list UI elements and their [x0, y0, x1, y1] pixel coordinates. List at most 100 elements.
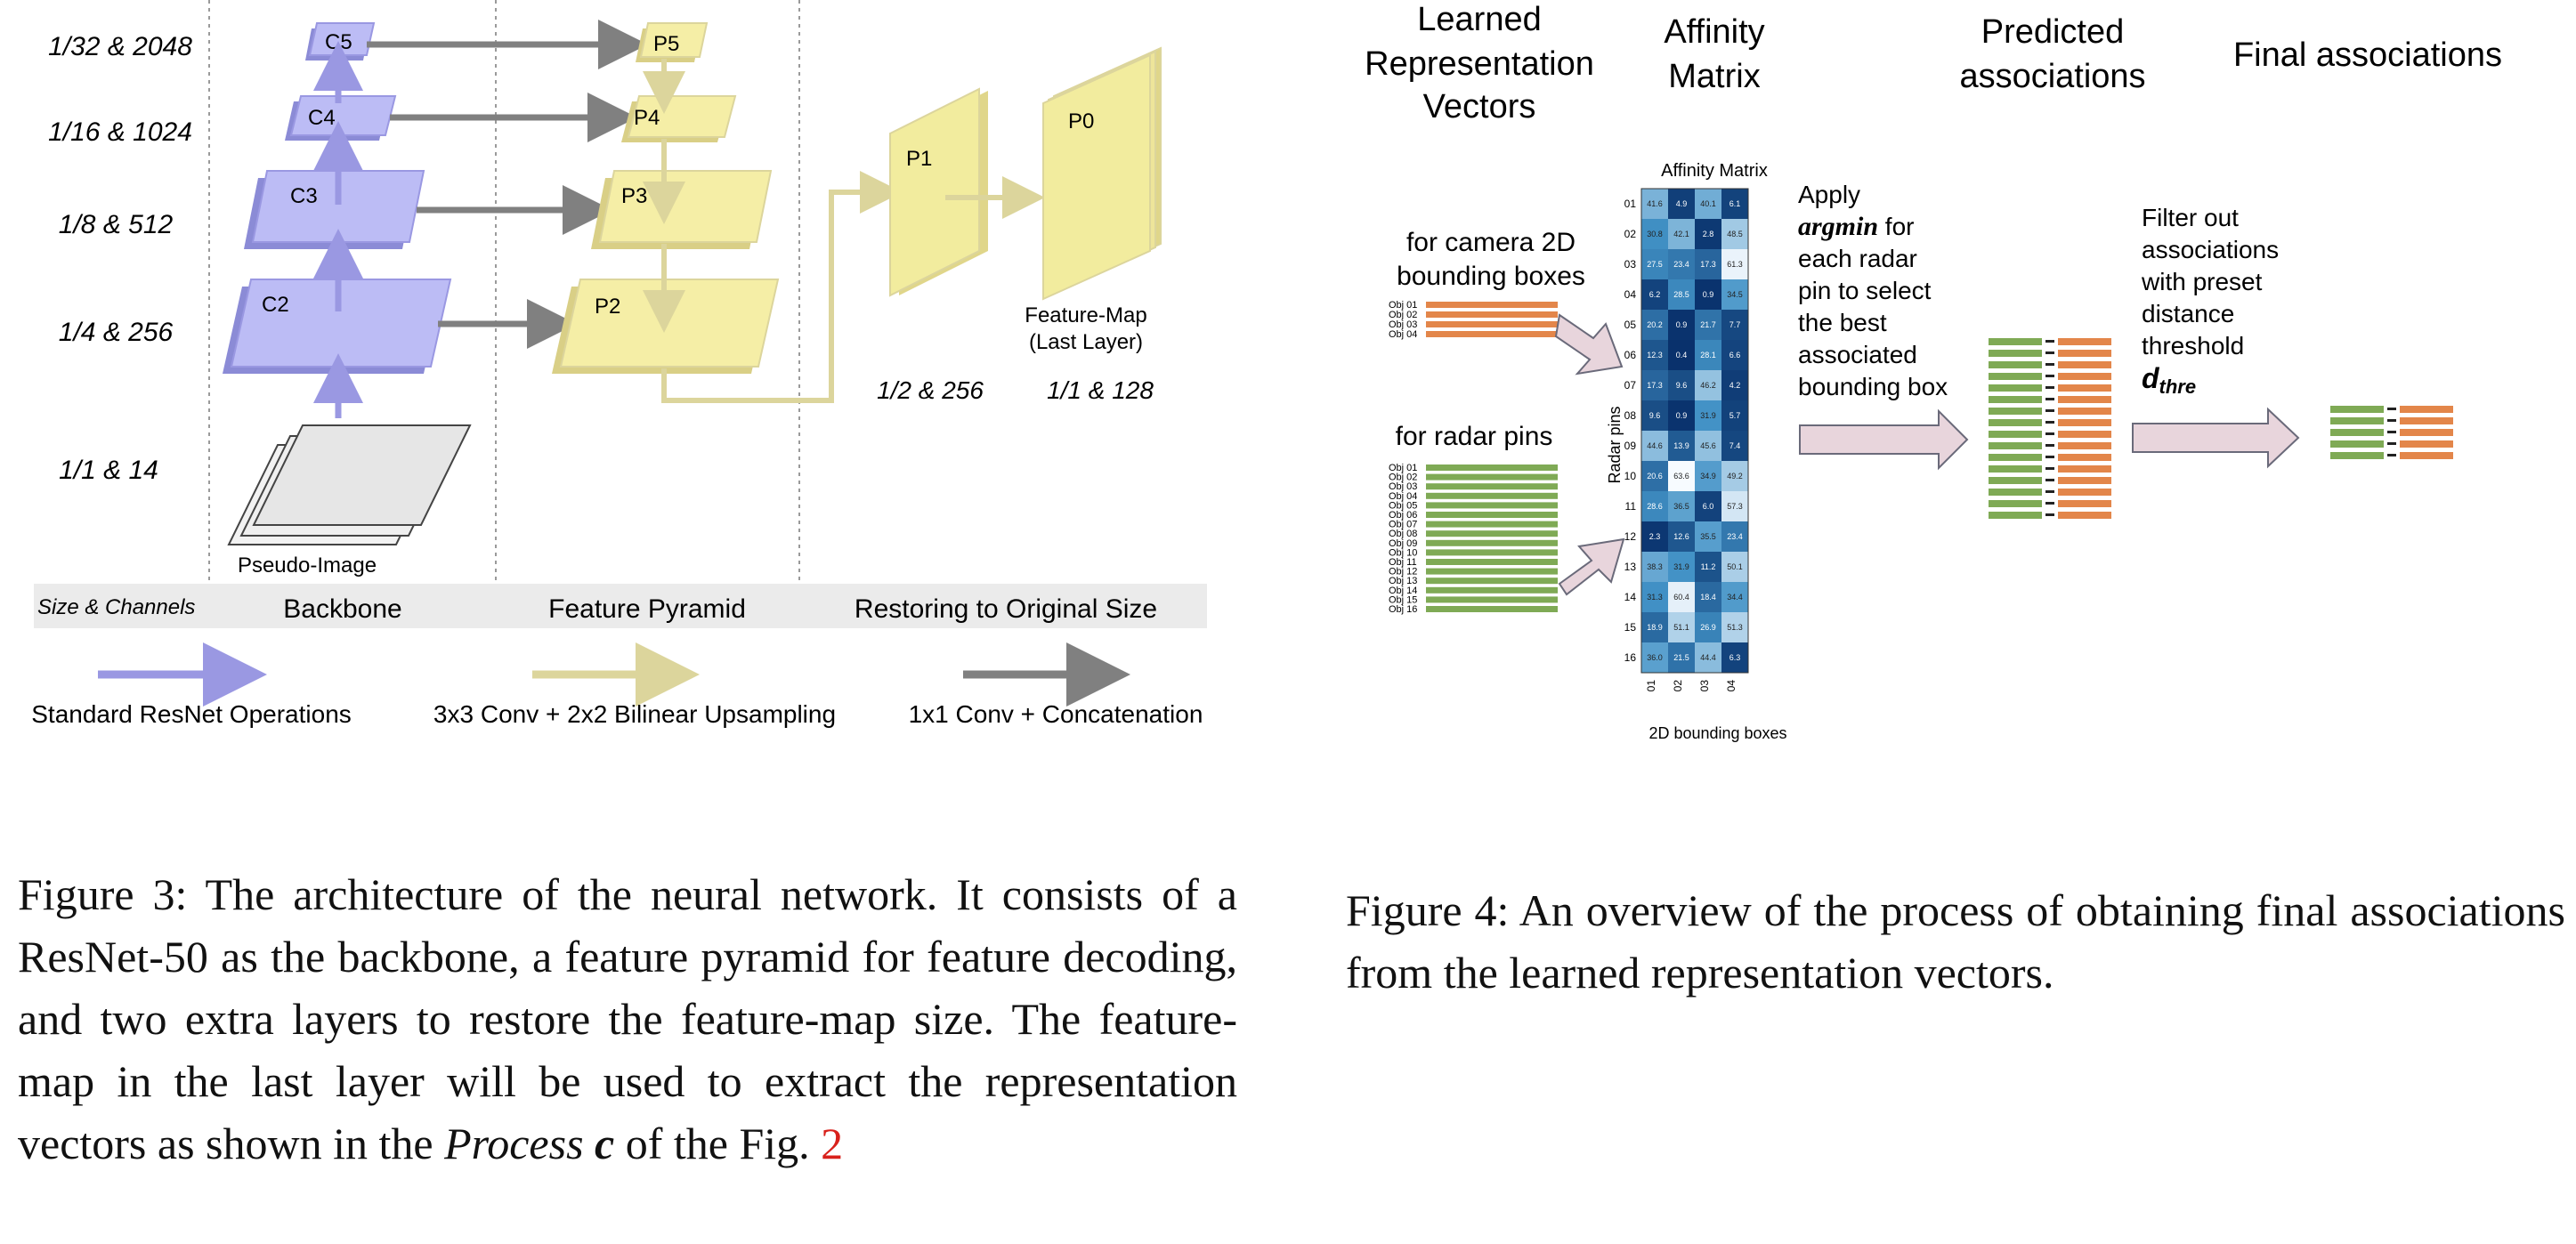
block-p3: P3 — [621, 184, 647, 208]
heatmap-cell-label: 4.2 — [1729, 381, 1741, 390]
heatmap-cell-label: 0.9 — [1676, 411, 1688, 420]
heatmap-ytick: 04 — [1624, 288, 1637, 301]
radar-vector-bar — [1426, 568, 1558, 575]
predicted-link — [2045, 363, 2054, 366]
header-final: Final associations — [2233, 36, 2502, 74]
predicted-camera-bar — [2058, 384, 2111, 392]
predicted-radar-bar — [1989, 489, 2042, 496]
final-link — [2387, 419, 2396, 422]
filter-line-2: associations — [2142, 236, 2279, 263]
scale-label-input: 1/1 & 14 — [59, 456, 158, 485]
final-link — [2387, 431, 2396, 433]
radar-obj-label: Obj 01 — [1389, 463, 1417, 473]
heatmap-frame — [1640, 188, 1749, 674]
scale-label-c4: 1/16 & 1024 — [48, 117, 192, 147]
heatmap-cell-label: 63.6 — [1673, 472, 1689, 481]
heatmap-cell-label: 31.3 — [1647, 593, 1663, 602]
predicted-camera-bar — [2058, 396, 2111, 403]
heatmap-cell — [1721, 219, 1748, 249]
heatmap-cell — [1641, 461, 1668, 491]
pyramid-p3: P3 — [591, 170, 773, 249]
heatmap-ytick: 15 — [1624, 621, 1637, 634]
apply-line-3: each radar — [1798, 245, 1917, 272]
apply-line-4: pin to select — [1798, 277, 1932, 304]
block-c5: C5 — [325, 30, 352, 54]
filter-line-5: threshold — [2142, 332, 2244, 359]
fig3-caption-ref-link[interactable]: 2 — [821, 1119, 844, 1168]
heatmap-cell — [1695, 612, 1721, 642]
heatmap-cell-label: 6.6 — [1729, 351, 1741, 359]
camera-vector-bar — [1426, 302, 1558, 308]
header-predicted-1: Predicted — [1981, 13, 2125, 51]
heatmap-cell-label: 11.2 — [1701, 562, 1716, 571]
heatmap-xlabel: 2D bounding boxes — [1648, 724, 1786, 742]
final-associations — [2330, 406, 2453, 459]
predicted-camera-bar — [2058, 350, 2111, 357]
predicted-camera-bar — [2058, 465, 2111, 473]
heatmap-cell — [1721, 279, 1748, 310]
heatmap-cell-label: 0.9 — [1676, 320, 1688, 329]
heatmap-cell — [1695, 219, 1721, 249]
fig3-caption-text: Figure 3: The architecture of the neural… — [18, 869, 1237, 1168]
heatmap-cell — [1668, 461, 1695, 491]
block-p4: P4 — [634, 106, 660, 130]
heatmap-cell — [1668, 400, 1695, 431]
heatmap-cell-label: 49.2 — [1727, 472, 1743, 481]
heatmap-cell-label: 12.6 — [1673, 532, 1689, 541]
section-band — [34, 584, 1207, 628]
heatmap-cell-label: 41.6 — [1647, 199, 1663, 208]
heatmap-xtick: 03 — [1698, 680, 1711, 692]
heatmap-cell-label: 28.5 — [1673, 290, 1689, 299]
band-size-channels: Size & Channels — [37, 595, 195, 619]
filter-text: Filter out associations with preset dist… — [2141, 204, 2279, 398]
predicted-radar-bar — [1989, 477, 2042, 484]
backbone-c2: C2 — [223, 279, 452, 374]
heatmap-cell — [1695, 310, 1721, 340]
predicted-link — [2045, 340, 2054, 343]
heatmap-cell — [1668, 431, 1695, 461]
final-camera-bar — [2400, 406, 2453, 413]
band-restoring: Restoring to Original Size — [855, 594, 1157, 624]
apply-line-1: Apply — [1798, 181, 1860, 208]
heatmap-cell — [1668, 642, 1695, 673]
heatmap-cell-label: 35.5 — [1700, 532, 1716, 541]
predicted-link — [2045, 351, 2054, 354]
arrow-radar-to-matrix — [1558, 537, 1625, 596]
camera-obj-label: Obj 02 — [1389, 310, 1417, 320]
predicted-camera-bar — [2058, 512, 2111, 519]
heatmap-ytick: 11 — [1625, 500, 1637, 513]
predicted-radar-bar — [1989, 373, 2042, 380]
block-p1: P1 — [906, 147, 932, 171]
heatmap-cell — [1695, 370, 1721, 400]
heatmap-cell — [1668, 552, 1695, 582]
heatmap-cell — [1668, 491, 1695, 521]
radar-vector-bar — [1426, 483, 1558, 490]
radar-vector-bar — [1426, 559, 1558, 565]
pyramid-p5: P5 — [636, 22, 709, 62]
apply-line-6: associated — [1798, 341, 1917, 368]
heatmap-cell-label: 0.4 — [1676, 351, 1688, 359]
radar-obj-label: Obj 16 — [1389, 604, 1417, 615]
apply-line-5: the best — [1798, 309, 1887, 336]
final-radar-bar — [2330, 429, 2384, 436]
heatmap-cell — [1721, 400, 1748, 431]
apply-line-2: argmin for — [1798, 212, 1915, 241]
final-radar-bar — [2330, 417, 2384, 424]
predicted-radar-bar — [1989, 500, 2042, 507]
predicted-camera-bar — [2058, 500, 2111, 507]
final-link — [2387, 442, 2396, 445]
predicted-camera-bar — [2058, 419, 2111, 426]
heatmap-cell-label: 7.4 — [1729, 441, 1741, 450]
heatmap-cell — [1721, 370, 1748, 400]
arrow-camera-to-matrix — [1554, 313, 1624, 376]
radar-vector-bar — [1426, 606, 1558, 612]
heatmap-ytick: 14 — [1624, 591, 1637, 603]
heatmap-cell — [1641, 431, 1668, 461]
heatmap-cell — [1668, 219, 1695, 249]
radar-vector-bar — [1426, 596, 1558, 603]
radar-obj-label: Obj 15 — [1389, 594, 1417, 605]
heatmap-cell — [1641, 219, 1668, 249]
radar-obj-label: Obj 03 — [1389, 481, 1417, 492]
heatmap-cell-label: 17.3 — [1700, 260, 1716, 269]
